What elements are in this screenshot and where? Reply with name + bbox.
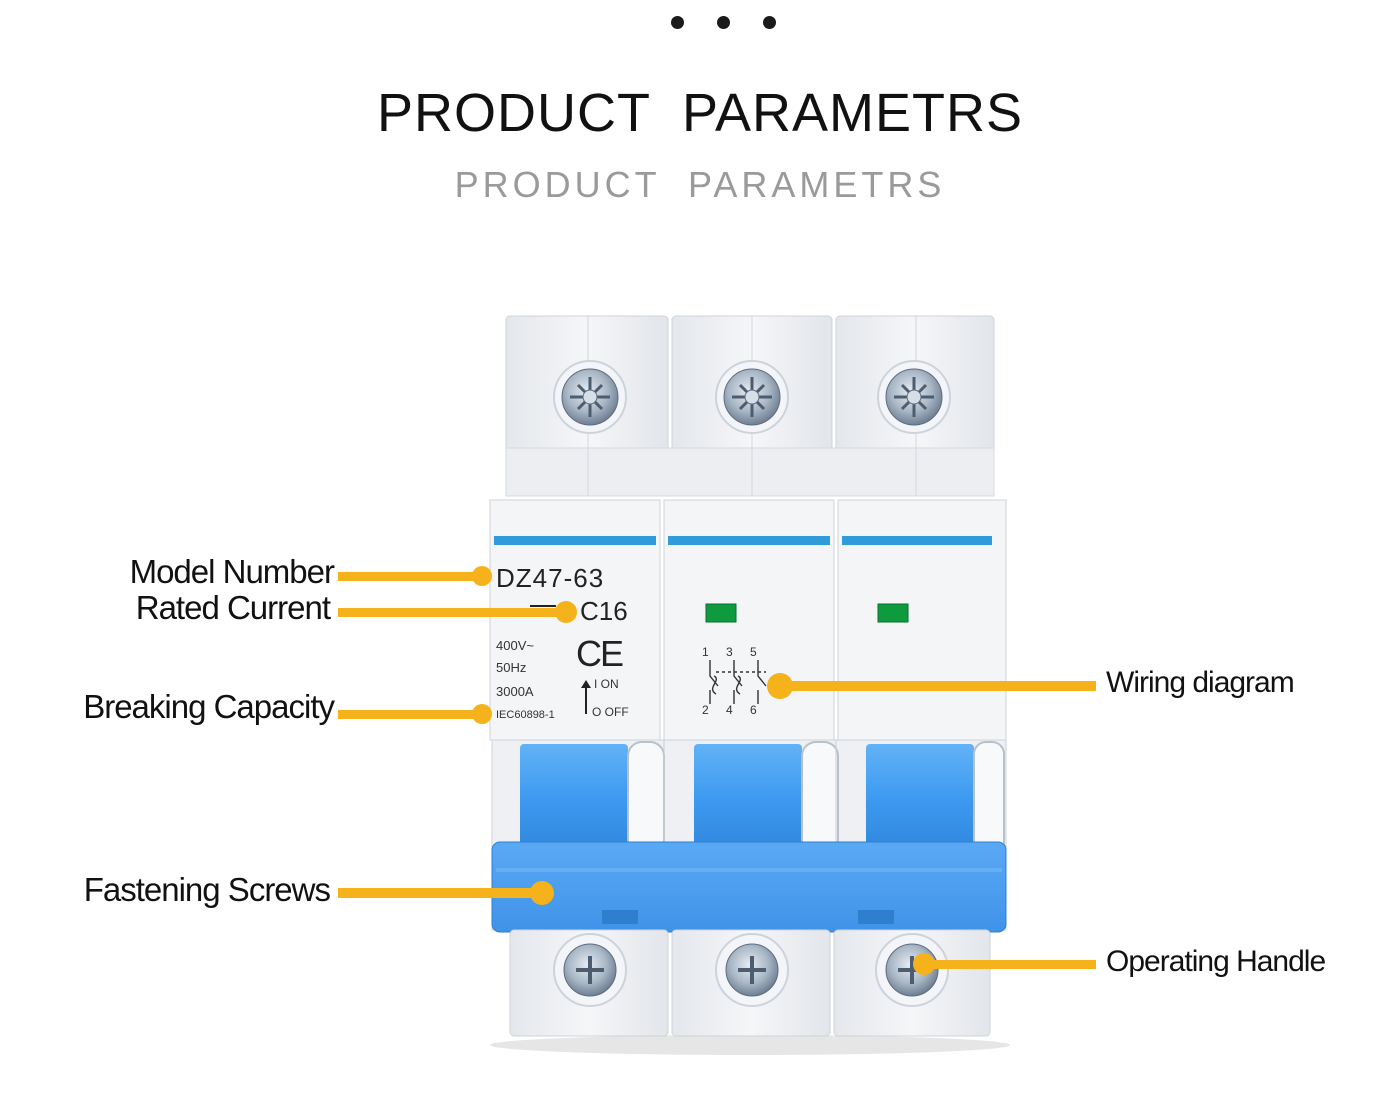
indicator-window-3 bbox=[877, 603, 909, 623]
callout-model-number: Model Number bbox=[129, 553, 335, 590]
page-subtitle: PRODUCT PARAMETRS bbox=[454, 164, 946, 205]
callout-dot-fastening bbox=[530, 881, 554, 905]
spec-standard: IEC60898-1 bbox=[496, 709, 555, 721]
blue-stripe-1 bbox=[494, 536, 656, 545]
callout-dot-rating bbox=[555, 601, 577, 623]
top-screw-1-icon bbox=[553, 360, 627, 434]
operating-handle-bar bbox=[491, 841, 1007, 933]
bottom-screw-3-icon bbox=[875, 933, 949, 1007]
callout-line-model bbox=[338, 572, 482, 581]
page-title: PRODUCT PARAMETRS bbox=[376, 83, 1024, 143]
top-screw-2-icon bbox=[715, 360, 789, 434]
dot-2 bbox=[717, 16, 730, 29]
switch-on-label: I ON bbox=[594, 677, 619, 691]
terminal-top-5: 5 bbox=[750, 645, 757, 659]
callout-dot-handle bbox=[913, 953, 935, 975]
top-screw-3-icon bbox=[877, 360, 951, 434]
on-off-arrow-icon bbox=[581, 680, 591, 714]
dot-1 bbox=[671, 16, 684, 29]
callout-line-handle bbox=[924, 960, 1096, 969]
callout-breaking-capacity: Breaking Capacity bbox=[83, 688, 335, 725]
wiring-schematic-icon bbox=[709, 660, 767, 704]
device-shadow bbox=[490, 1035, 1010, 1055]
spec-voltage: 400V~ bbox=[496, 638, 534, 653]
callout-fastening-screws: Fastening Screws bbox=[83, 871, 331, 908]
callout-line-fastening bbox=[338, 888, 542, 898]
callout-line-wiring bbox=[780, 681, 1096, 691]
callout-lines bbox=[338, 566, 1096, 975]
callout-line-rating bbox=[338, 608, 566, 617]
ce-mark: CE bbox=[576, 633, 623, 674]
terminal-bottom-2: 2 bbox=[702, 703, 709, 717]
callout-rated-current: Rated Current bbox=[135, 589, 331, 626]
bottom-screw-2-icon bbox=[715, 933, 789, 1007]
callout-wiring-diagram: Wiring diagram bbox=[1106, 666, 1295, 699]
terminal-top-3: 3 bbox=[726, 645, 733, 659]
callout-line-breaking bbox=[338, 710, 482, 719]
callout-dot-breaking bbox=[472, 704, 492, 724]
blue-stripe-3 bbox=[842, 536, 992, 545]
terminal-bottom-6: 6 bbox=[750, 703, 757, 717]
terminal-bottom-4: 4 bbox=[726, 703, 733, 717]
spec-breaking: 3000A bbox=[496, 684, 534, 699]
callout-dot-wiring bbox=[767, 673, 793, 699]
switch-off-label: O OFF bbox=[592, 705, 629, 719]
callout-operating-handle: Operating Handle bbox=[1106, 945, 1326, 978]
rating-text: C16 bbox=[580, 596, 628, 626]
indicator-window-2 bbox=[705, 603, 737, 623]
model-number-text: DZ47-63 bbox=[496, 563, 604, 593]
callout-dot-model bbox=[472, 566, 492, 586]
spec-frequency: 50Hz bbox=[496, 660, 526, 675]
decorative-dots bbox=[0, 16, 1400, 36]
bottom-screw-1-icon bbox=[553, 933, 627, 1007]
blue-stripe-2 bbox=[668, 536, 830, 545]
dot-3 bbox=[763, 16, 776, 29]
terminal-top-1: 1 bbox=[702, 645, 709, 659]
